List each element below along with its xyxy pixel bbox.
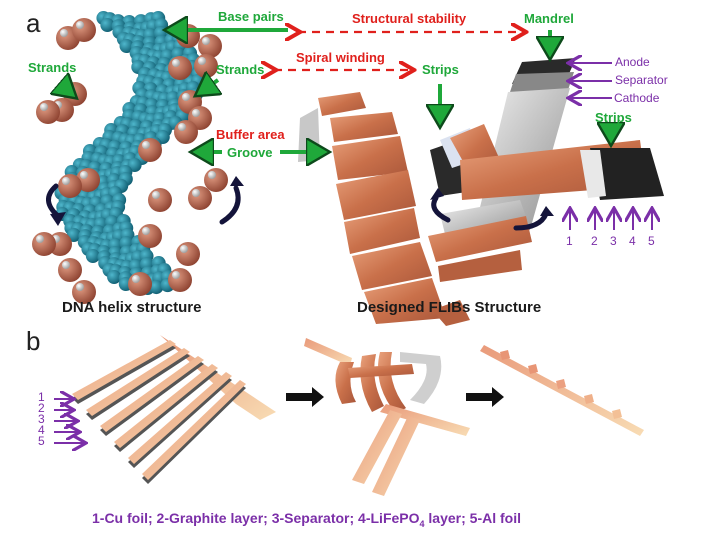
layer-number: 2 bbox=[38, 401, 45, 415]
panel-b-layer-arrows bbox=[54, 399, 84, 443]
wound-strips-illustration bbox=[304, 338, 470, 496]
legend-subscript: 4 bbox=[419, 518, 425, 529]
green-arrows bbox=[60, 30, 611, 152]
layer-number: 2 bbox=[591, 234, 598, 248]
label-buffer-area: Buffer area bbox=[216, 127, 285, 142]
label-strands-right: Strands bbox=[216, 62, 265, 77]
caption-dna-helix: DNA helix structure bbox=[62, 299, 202, 316]
label-base-pairs: Base pairs bbox=[218, 9, 284, 24]
rotation-arrow-icon bbox=[513, 211, 549, 231]
caption-flibs-structure: Designed FLIBs Structure bbox=[357, 299, 542, 316]
strands-left-arrow-icon bbox=[60, 84, 74, 96]
flib-mandrel-illustration bbox=[428, 58, 664, 282]
layer-number: 4 bbox=[38, 423, 45, 437]
panel-b-layer-numbers: 1 2 3 4 5 bbox=[38, 390, 45, 448]
label-mandrel: Mandrel bbox=[524, 11, 574, 26]
layer-number: 1 bbox=[38, 390, 45, 404]
label-groove: Groove bbox=[227, 145, 273, 160]
rotation-arrow-icon bbox=[431, 195, 451, 223]
process-arrows bbox=[286, 387, 504, 407]
unrolled-strip-illustration bbox=[480, 345, 644, 436]
label-cathode: Cathode bbox=[614, 91, 660, 105]
label-anode: Anode bbox=[615, 55, 650, 69]
layer-number: 3 bbox=[610, 234, 617, 248]
label-strips-right: Strips bbox=[595, 110, 632, 125]
layer-number: 5 bbox=[38, 434, 45, 448]
rotation-arrow-icon bbox=[219, 185, 241, 225]
flib-spiral-illustration bbox=[298, 92, 470, 326]
label-structural-stability: Structural stability bbox=[352, 11, 467, 26]
dna-helix-illustration bbox=[32, 11, 228, 304]
layer-number: 4 bbox=[629, 234, 636, 248]
layer-number: 1 bbox=[566, 234, 573, 248]
label-strands-left: Strands bbox=[28, 60, 77, 75]
label-strips-top: Strips bbox=[422, 62, 459, 77]
legend-text-part1: 1-Cu foil; 2-Graphite layer; 3-Separator… bbox=[92, 510, 420, 526]
strands-right-arrow-icon bbox=[198, 80, 218, 94]
label-separator: Separator bbox=[615, 73, 668, 87]
red-dashed-arrows bbox=[274, 32, 524, 70]
purple-up-arrows bbox=[570, 210, 652, 230]
layer-number: 3 bbox=[38, 412, 45, 426]
label-spiral-winding: Spiral winding bbox=[296, 50, 385, 65]
layer-number: 5 bbox=[648, 234, 655, 248]
panel-letter-b: b bbox=[26, 326, 41, 356]
flat-strips-illustration bbox=[72, 335, 276, 484]
purple-layer-arrows bbox=[570, 63, 612, 98]
legend-text-part2: layer; 5-Al foil bbox=[424, 510, 521, 526]
process-arrow-icon bbox=[466, 387, 504, 407]
process-arrow-icon bbox=[286, 387, 324, 407]
panel-b-legend: 1-Cu foil; 2-Graphite layer; 3-Separator… bbox=[92, 510, 521, 529]
panel-letter-a: a bbox=[26, 8, 41, 38]
